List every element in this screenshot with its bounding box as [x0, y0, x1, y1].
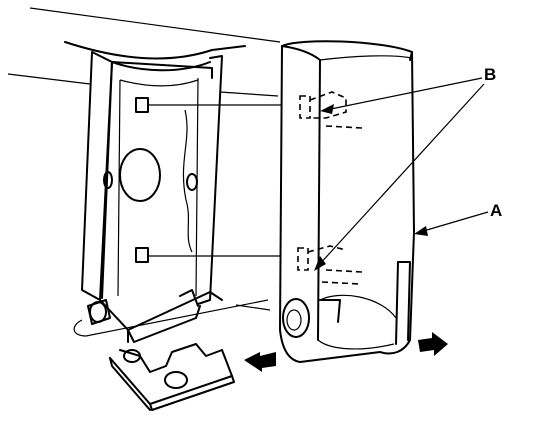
callout-label-a: A [490, 201, 503, 220]
mounting-bracket [81, 51, 300, 305]
arrow-left-icon [244, 352, 276, 372]
bracket-foot [73, 289, 269, 411]
arrow-right-icon [418, 332, 448, 356]
direction-arrows [244, 332, 448, 372]
callout-label-b: B [484, 65, 497, 84]
body-panel-lines [7, 7, 281, 311]
cover-piece-a [279, 40, 415, 363]
leader-lines [314, 77, 489, 271]
